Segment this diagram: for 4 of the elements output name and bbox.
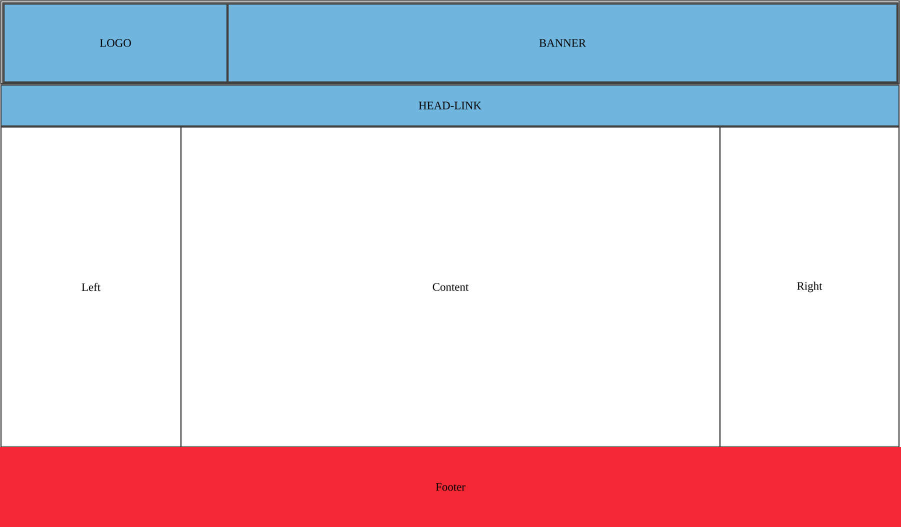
- footer-bar: Footer: [0, 447, 901, 527]
- sidebar-panel: Left: [0, 126, 182, 448]
- header-cell: LOGO: [3, 3, 228, 83]
- sidebar-panel: Right: [719, 126, 900, 448]
